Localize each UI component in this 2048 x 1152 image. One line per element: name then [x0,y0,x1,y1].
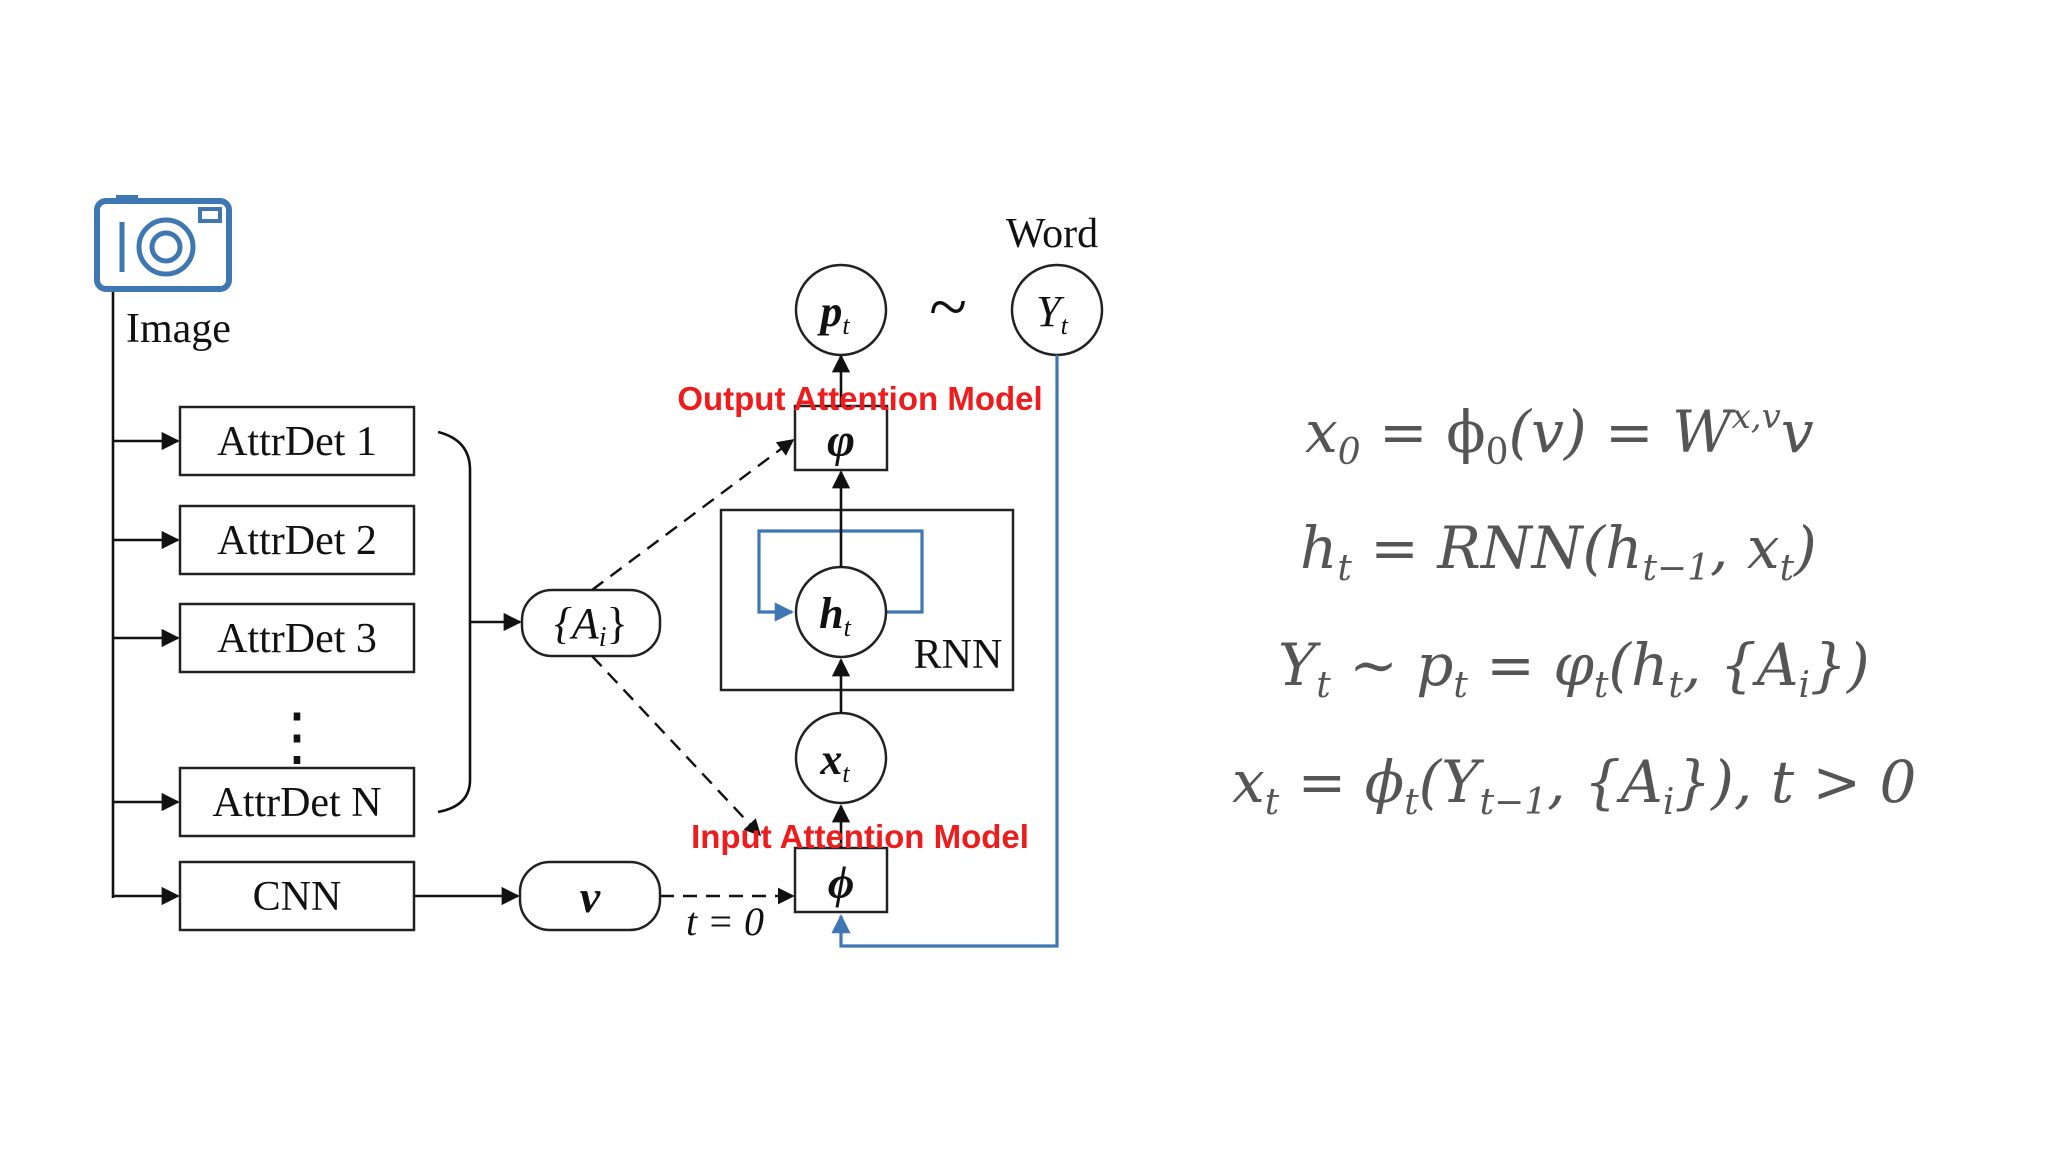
attributes-node-close: } [607,599,628,648]
detectors-ellipsis: ⋮ [265,701,329,772]
v-node: v [518,860,662,932]
dashed-arrow-attributes-to-input-attention [591,655,762,837]
image-label: Image [126,306,231,352]
svg-text:pt: pt [816,287,850,340]
y-node: Yt [1010,263,1104,357]
svg-text:ht: ht [819,589,851,642]
attrdet-3-label: AttrDet 3 [217,616,377,662]
y-node-label: Y [1036,287,1065,336]
p-node: pt [794,263,888,357]
equation-2: ht = RNN(ht−1, xt) [1300,514,1817,589]
equation-1: x0 = ϕ0(v) = Wx,vv [1305,397,1814,473]
camera-icon [94,195,232,292]
h-node-sub: t [844,613,852,642]
attributes-node: {Ai} [520,588,662,658]
p-node-sub: t [842,311,850,340]
p-node-label: p [816,287,842,336]
attributes-node-sub: i [599,622,607,653]
input-attention-label: Input Attention Model [691,818,1029,855]
attrdet-2-label: AttrDet 2 [217,518,377,564]
x-node-sub: t [842,759,850,788]
varphi-box: φ [793,404,889,472]
output-attention-label: Output Attention Model [677,380,1042,417]
svg-text:xt: xt [819,735,850,788]
word-label: Word [1006,211,1098,257]
varphi-label: φ [827,414,855,467]
tilde-symbol: ~ [929,269,967,346]
rnn-label: RNN [914,632,1003,678]
y-node-sub: t [1061,311,1069,340]
attrdet-3-box: AttrDet 3 [178,602,416,674]
equation-3: Yt ∼ pt = φt(ht, {Ai}) [1278,631,1870,706]
cnn-box: CNN [178,860,416,932]
cnn-label: CNN [253,874,342,920]
v-node-label: v [580,871,601,922]
attrdet-2-box: AttrDet 2 [178,504,416,576]
h-node: ht [794,565,888,659]
x-node-label: x [819,735,842,784]
h-node-label: h [819,589,843,638]
attrdet-n-label: AttrDet N [212,780,381,826]
dashed-arrow-attributes-to-output-attention [591,438,795,591]
phi-box: ϕ [793,846,889,914]
svg-text:{Ai}: {Ai} [554,599,627,653]
attributes-node-label: {A [554,599,600,648]
svg-text:Yt: Yt [1036,287,1068,340]
attrdet-1-label: AttrDet 1 [217,419,377,465]
word-feedback-arrow [831,355,1059,948]
detectors-brace [437,430,472,814]
t-zero-label: t = 0 [686,899,764,944]
attrdet-n-box: AttrDet N [178,766,416,838]
phi-label: ϕ [828,857,855,908]
x-node: xt [794,711,888,805]
equation-4: xt = ϕt(Yt−1, {Ai}), t > 0 [1232,748,1916,823]
attrdet-1-box: AttrDet 1 [178,405,416,477]
